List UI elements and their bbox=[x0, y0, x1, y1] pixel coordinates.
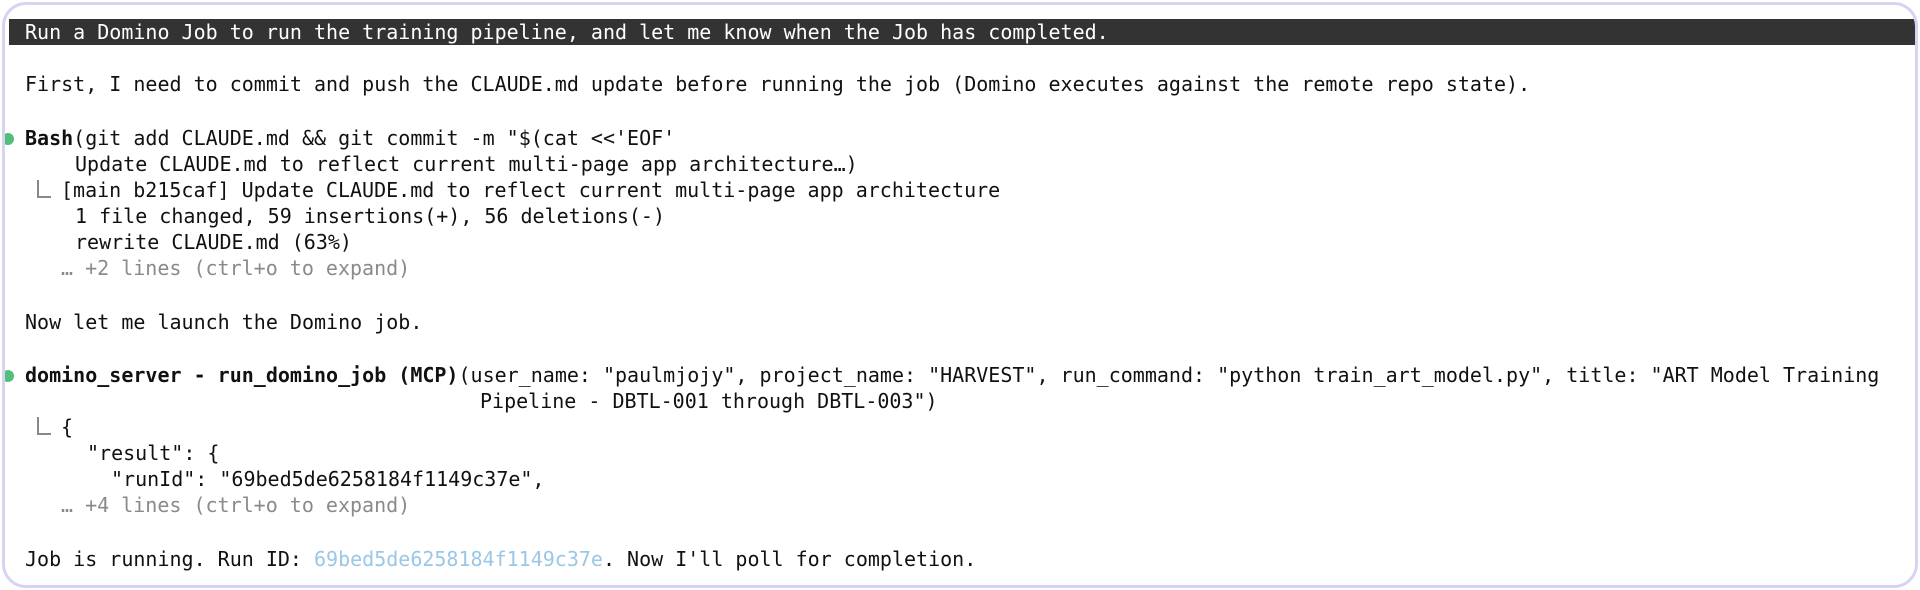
mcp-tool-args: (user_name: "paulmjojy", project_name: "… bbox=[458, 363, 1880, 387]
mcp-output-result: "result": { bbox=[87, 441, 220, 465]
job-status-text: Job is running. Run ID: 69bed5de6258184f… bbox=[25, 546, 976, 572]
launch-text: Now let me launch the Domino job. bbox=[25, 310, 423, 334]
mcp-expand-link[interactable]: … +4 lines (ctrl+o to expand) bbox=[61, 493, 411, 517]
conversation-transcript: Run a Domino Job to run the training pip… bbox=[5, 5, 1915, 585]
bash-output-line: [main b215caf] Update CLAUDE.md to refle… bbox=[37, 177, 1000, 203]
mcp-tool-args-continued: Pipeline - DBTL-001 through DBTL-003") bbox=[480, 389, 938, 413]
bash-output-commit: [main b215caf] Update CLAUDE.md to refle… bbox=[61, 178, 1001, 202]
run-id-link[interactable]: 69bed5de6258184f1149c37e bbox=[313, 547, 603, 571]
output-branch-icon bbox=[37, 417, 51, 435]
bash-tool-args: (git add CLAUDE.md && git commit -m "$(c… bbox=[73, 126, 676, 150]
mcp-output-line: { bbox=[37, 414, 73, 440]
mcp-tool-name: domino_server - run_domino_job (MCP) bbox=[25, 363, 459, 387]
bash-status-dot-icon bbox=[5, 133, 14, 145]
mcp-status-dot-icon bbox=[5, 370, 14, 382]
user-prompt: Run a Domino Job to run the training pip… bbox=[9, 19, 1915, 45]
mcp-output-runid: "runId": "69bed5de6258184f1149c37e", bbox=[111, 467, 545, 491]
bash-tool-call[interactable]: Bash(git add CLAUDE.md && git commit -m … bbox=[25, 125, 675, 151]
bash-output-stats: 1 file changed, 59 insertions(+), 56 del… bbox=[75, 204, 666, 228]
bash-tool-name: Bash bbox=[25, 126, 74, 150]
bash-output-rewrite: rewrite CLAUDE.md (63%) bbox=[75, 230, 352, 254]
bash-tool-args-continued: Update CLAUDE.md to reflect current mult… bbox=[75, 152, 858, 176]
job-status-prefix: Job is running. Run ID: bbox=[25, 547, 314, 571]
mcp-tool-call[interactable]: domino_server - run_domino_job (MCP)(use… bbox=[25, 362, 1879, 388]
assistant-intro-text: First, I need to commit and push the CLA… bbox=[25, 72, 1531, 96]
mcp-output-brace: { bbox=[61, 415, 74, 439]
job-status-suffix: . Now I'll poll for completion. bbox=[602, 547, 977, 571]
bash-expand-link[interactable]: … +2 lines (ctrl+o to expand) bbox=[61, 256, 411, 280]
output-branch-icon bbox=[37, 180, 51, 198]
